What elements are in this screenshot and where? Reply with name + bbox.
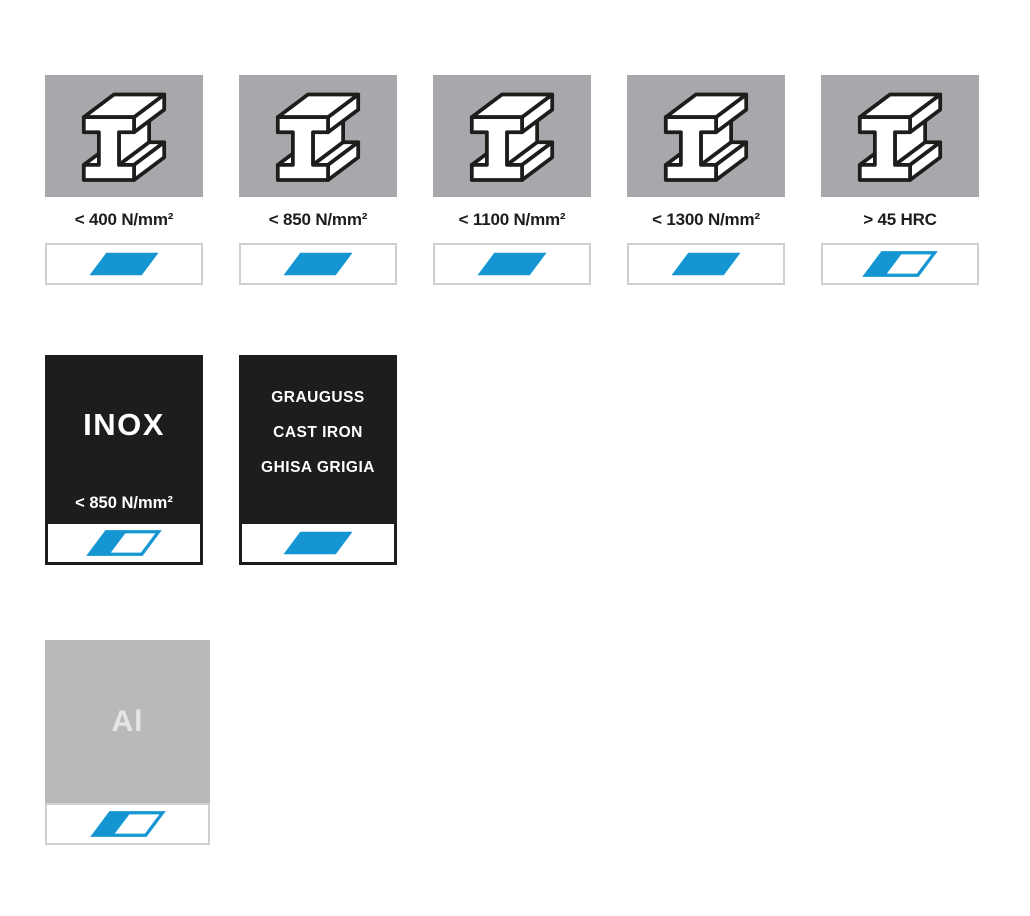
strength-label: < 1100 N/mm² bbox=[433, 197, 591, 243]
aluminum-label: Al bbox=[45, 640, 210, 803]
cast-iron-label-en: CAST IRON bbox=[273, 424, 363, 441]
partial-suitability-parallelogram-icon bbox=[89, 811, 166, 837]
full-suitability-parallelogram-icon bbox=[89, 252, 159, 276]
icon-grid: < 400 N/mm² bbox=[45, 75, 979, 845]
full-suitability-parallelogram-icon bbox=[671, 252, 741, 276]
tile-steel-400: < 400 N/mm² bbox=[45, 75, 203, 285]
special-materials-row: INOX < 850 N/mm² GRAUGUSS CAST IRON GHIS… bbox=[45, 355, 979, 565]
full-suitability-parallelogram-icon bbox=[477, 252, 547, 276]
strength-label: < 1300 N/mm² bbox=[627, 197, 785, 243]
tile-aluminum: Al bbox=[45, 640, 210, 845]
tile-cast-iron: GRAUGUSS CAST IRON GHISA GRIGIA bbox=[239, 355, 397, 565]
i-beam-icon bbox=[663, 92, 749, 182]
strength-label: < 850 N/mm² bbox=[75, 494, 173, 512]
strength-label: < 400 N/mm² bbox=[45, 197, 203, 243]
tile-inox: INOX < 850 N/mm² bbox=[45, 355, 203, 565]
tile-hardened-45hrc: > 45 HRC bbox=[821, 75, 979, 285]
cast-iron-label-de: GRAUGUSS bbox=[271, 389, 365, 406]
i-beam-icon bbox=[857, 92, 943, 182]
full-suitability-parallelogram-icon bbox=[283, 252, 353, 276]
partial-suitability-parallelogram-icon bbox=[86, 530, 162, 556]
full-suitability-parallelogram-icon bbox=[283, 531, 353, 555]
partial-suitability-parallelogram-icon bbox=[862, 251, 938, 277]
i-beam-icon bbox=[275, 92, 361, 182]
tile-steel-850: < 850 N/mm² bbox=[239, 75, 397, 285]
strength-label: > 45 HRC bbox=[821, 197, 979, 243]
inox-title: INOX bbox=[83, 406, 165, 442]
i-beam-icon bbox=[469, 92, 555, 182]
cast-iron-label-it: GHISA GRIGIA bbox=[261, 459, 375, 476]
steel-strength-row: < 400 N/mm² bbox=[45, 75, 979, 285]
tile-steel-1100: < 1100 N/mm² bbox=[433, 75, 591, 285]
i-beam-icon bbox=[81, 92, 167, 182]
tile-steel-1300: < 1300 N/mm² bbox=[627, 75, 785, 285]
strength-label: < 850 N/mm² bbox=[239, 197, 397, 243]
aluminum-row: Al bbox=[45, 640, 979, 845]
